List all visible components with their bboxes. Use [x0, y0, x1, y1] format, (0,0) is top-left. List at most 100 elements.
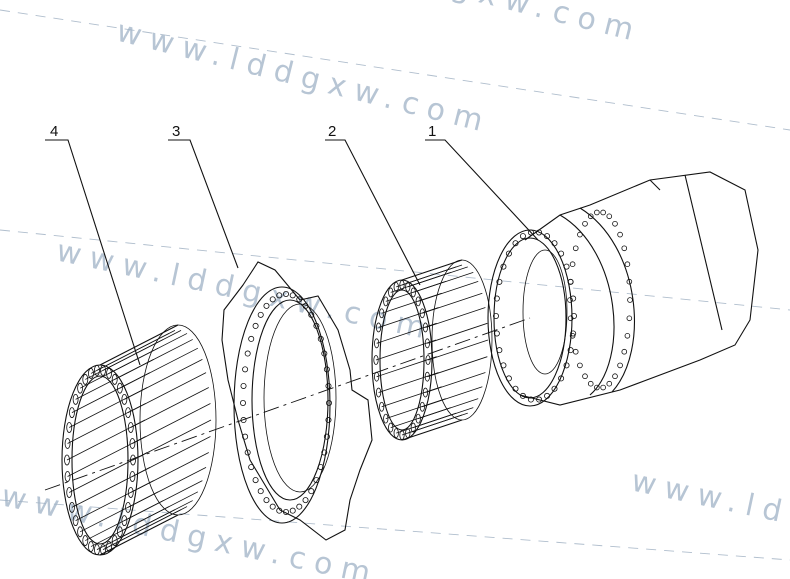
hub-hole — [544, 233, 551, 240]
hub-hole — [558, 375, 565, 382]
hub-hole — [493, 295, 500, 302]
roller-line — [385, 398, 446, 420]
roller-line — [401, 414, 463, 436]
hub-hole — [621, 245, 628, 252]
roller-end — [373, 355, 379, 365]
roller-end — [424, 338, 430, 349]
roller-line — [132, 403, 211, 444]
tooth-hole — [282, 508, 289, 515]
hub-hole — [587, 213, 594, 220]
roller-end — [374, 371, 380, 382]
roller-line — [96, 509, 176, 550]
roller-end — [422, 322, 429, 333]
hub-hole — [567, 297, 573, 303]
tooth-hole — [302, 497, 309, 504]
roller-end — [375, 322, 382, 333]
hub-hole — [577, 362, 583, 369]
hub-hole — [606, 380, 613, 387]
callout-label-1: 1 — [428, 123, 436, 140]
hub-hole — [621, 348, 628, 355]
centre-axis — [44, 317, 531, 491]
roller-end — [410, 422, 416, 433]
roller-end — [127, 487, 134, 498]
roller-end — [125, 501, 131, 513]
roller-end — [106, 541, 112, 552]
roller-end — [383, 413, 389, 424]
roller-line — [407, 266, 468, 288]
hub-hole — [567, 278, 574, 285]
tooth-hole — [323, 433, 330, 440]
roller-end — [125, 407, 131, 419]
hub-hole — [624, 261, 631, 268]
tooth-hole — [282, 290, 289, 297]
tooth-hole — [321, 449, 328, 456]
tooth-hole — [242, 433, 249, 440]
roller-end — [66, 422, 73, 433]
hub-hole — [570, 330, 577, 337]
tooth-hole — [317, 335, 324, 342]
hub-hole — [519, 233, 526, 240]
hub-hole — [500, 263, 507, 270]
tooth-hole — [302, 302, 309, 309]
roller-end — [72, 393, 79, 405]
roller-end — [415, 296, 421, 307]
tooth-hole — [240, 382, 247, 389]
roller-end — [393, 428, 399, 439]
tooth-hole — [313, 322, 320, 329]
roller-end — [64, 471, 71, 482]
roller-line — [119, 347, 199, 389]
roller-end — [419, 401, 425, 412]
roller-line — [413, 272, 474, 293]
roller-end — [388, 287, 394, 298]
roller-end — [116, 382, 123, 394]
roller-end — [111, 535, 118, 546]
callouts: 4 3 2 1 — [45, 123, 539, 366]
roller-end — [415, 413, 421, 424]
hub-hole — [569, 332, 576, 339]
tooth-hole — [325, 417, 332, 424]
roller-end — [64, 454, 70, 466]
roller-end — [116, 526, 123, 538]
hub-hole — [536, 229, 543, 236]
tooth-hole — [308, 488, 315, 495]
roller-end — [375, 387, 382, 398]
roller-line — [401, 264, 463, 286]
part-1-hub-housing — [487, 171, 759, 407]
roller-end — [379, 308, 385, 319]
roller-end — [106, 368, 112, 379]
roller-line — [418, 280, 479, 302]
tooth-hole — [257, 311, 264, 318]
hub-hole — [493, 330, 500, 337]
tooth-hole — [252, 477, 259, 484]
hub-hole — [570, 295, 577, 302]
part-2-roller-cage — [371, 259, 493, 441]
roller-line — [127, 372, 207, 413]
roller-line — [102, 330, 182, 371]
tooth-hole — [321, 350, 328, 357]
roller-line — [124, 359, 203, 400]
hub-hole — [512, 240, 519, 247]
tooth-hole — [269, 503, 276, 510]
tooth-hole — [296, 503, 303, 510]
hub-hole — [551, 240, 558, 247]
roller-line — [108, 333, 188, 374]
roller-end — [393, 281, 399, 292]
roller-end — [111, 374, 118, 385]
hub-hole — [563, 263, 570, 270]
tooth-hole — [239, 399, 246, 406]
tooth-hole — [313, 477, 320, 484]
roller-line — [69, 452, 148, 493]
roller-end — [69, 501, 75, 513]
hub-hole — [496, 347, 503, 354]
roller-end — [121, 393, 128, 405]
roller-line — [376, 356, 437, 378]
hub-hole — [600, 209, 606, 216]
roller-line — [390, 407, 451, 428]
hub-hole — [594, 209, 600, 216]
roller-line — [422, 292, 483, 314]
hub-hole — [606, 213, 613, 220]
tooth-hole — [289, 292, 296, 299]
hub-hole — [500, 362, 507, 369]
